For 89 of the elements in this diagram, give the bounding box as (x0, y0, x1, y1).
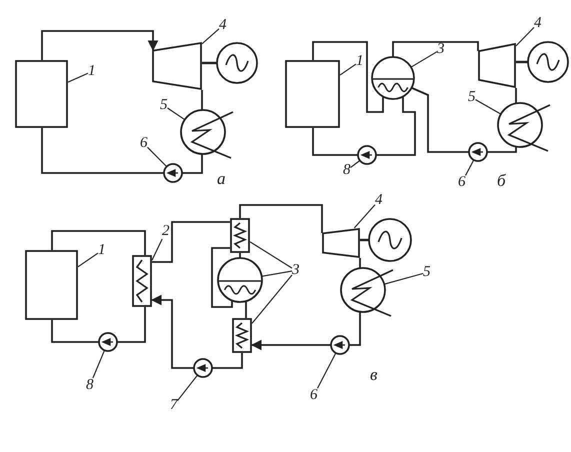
callout-number: 5 (160, 98, 168, 113)
pipe-line (312, 128, 358, 156)
leader-line (68, 72, 88, 83)
leader-line (147, 146, 168, 167)
turbine-symbol (322, 228, 360, 258)
generator-symbol (368, 218, 412, 262)
callout-number: 4 (219, 18, 226, 33)
callout-number: 5 (423, 265, 430, 280)
leader-line (177, 374, 198, 402)
leader-line (340, 64, 356, 76)
pipe-line (392, 41, 479, 57)
callout-number: 4 (534, 16, 542, 31)
leader-line (202, 28, 220, 44)
pipe-line (376, 97, 416, 156)
pipe-line (515, 88, 517, 103)
heat-exchanger-symbol (232, 318, 252, 353)
figure-letter: в (370, 366, 378, 383)
shaft-line (202, 62, 217, 64)
leader-line (475, 99, 502, 115)
pipe-line (41, 30, 158, 60)
heat-exchanger-symbol (230, 218, 250, 253)
callout-number: 8 (86, 378, 94, 393)
condenser-symbol (497, 102, 551, 152)
pipe-line (487, 147, 517, 153)
callout-number: 3 (437, 42, 444, 57)
pipe-line (412, 87, 469, 153)
pipe-line (250, 340, 331, 350)
turbine-symbol (152, 42, 202, 90)
leader-line (317, 352, 336, 389)
callout-number: 7 (170, 398, 178, 413)
leader-line (250, 241, 292, 269)
leader-line (167, 108, 186, 120)
figure-letter: а (217, 170, 226, 187)
leader-line (410, 51, 438, 68)
reactor-vessel (25, 250, 78, 320)
leader-line (516, 27, 534, 46)
pipe-line (349, 312, 361, 346)
callout-number: 4 (375, 193, 382, 208)
pipe-line (245, 301, 247, 318)
pump-symbol (193, 358, 213, 378)
generator-symbol (527, 41, 569, 83)
pipe-line (51, 230, 146, 255)
leader-line (384, 272, 424, 285)
pipe-line (211, 247, 233, 308)
pump-symbol (330, 335, 350, 355)
callout-number: 1 (88, 64, 96, 79)
callout-number: 6 (310, 388, 318, 403)
pump-symbol (468, 142, 488, 162)
leader-line (152, 238, 163, 260)
steam-generator-symbol (371, 56, 415, 100)
callout-number: 5 (468, 90, 476, 105)
reactor-vessel (285, 60, 340, 128)
callout-number: 1 (98, 243, 106, 258)
callout-number: 1 (356, 54, 364, 69)
leader-line (350, 160, 360, 168)
pipe-line (359, 258, 361, 268)
leader-line (252, 274, 292, 324)
pipe-line (152, 221, 230, 263)
condenser-symbol (180, 109, 234, 159)
pipe-line (41, 128, 164, 174)
leader-line (354, 204, 376, 228)
leader-line (262, 270, 292, 277)
figure-letter: б (497, 172, 506, 189)
pipe-line (239, 204, 323, 233)
pipe-line (201, 90, 203, 110)
condenser-symbol (340, 267, 394, 317)
leader-line (78, 252, 98, 268)
pump-symbol (98, 332, 118, 352)
pipe-line (182, 154, 203, 174)
pipe-line (117, 307, 146, 343)
pump-symbol (357, 145, 377, 165)
generator-symbol (216, 42, 258, 84)
pipe-line (150, 294, 194, 369)
pipe-line (212, 353, 243, 369)
shaft-line (516, 60, 528, 64)
pipe-line (312, 41, 384, 113)
heat-exchanger-symbol (132, 255, 152, 307)
pump-symbol (163, 163, 183, 183)
steam-generator-symbol (217, 257, 263, 303)
turbine-symbol (478, 43, 516, 88)
leader-line (465, 160, 474, 176)
reactor-vessel (15, 60, 68, 128)
callout-number: 6 (140, 136, 148, 151)
callout-number: 3 (292, 263, 300, 278)
callout-number: 8 (343, 163, 350, 178)
callout-number: 2 (162, 224, 170, 239)
pipe-line (51, 320, 99, 343)
leader-line (92, 350, 105, 378)
callout-number: 6 (458, 175, 466, 190)
